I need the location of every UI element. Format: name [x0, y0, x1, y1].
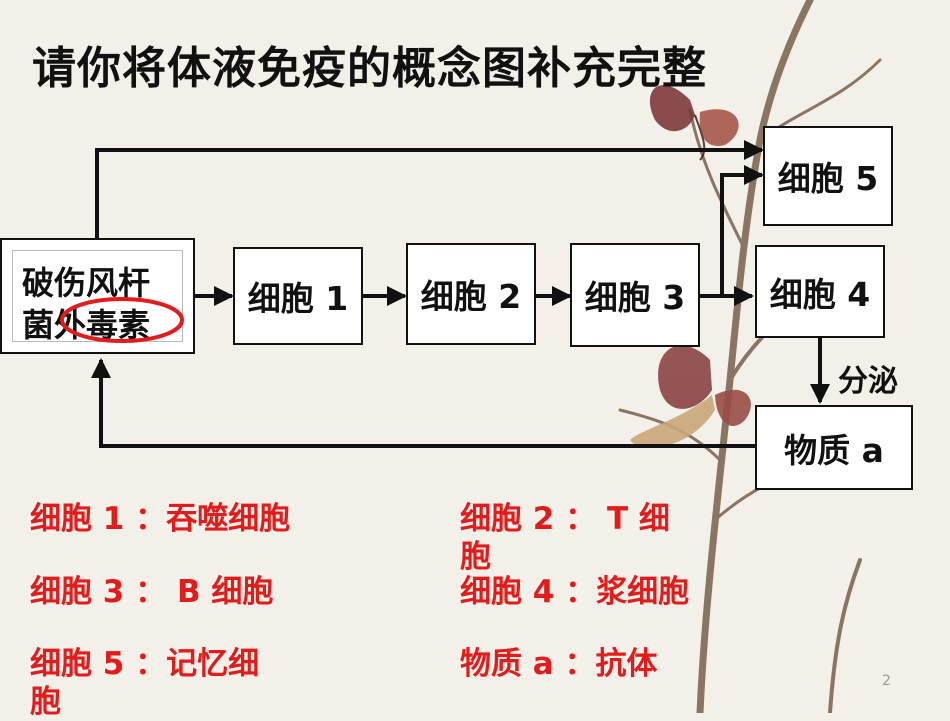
- node-cell5: 细胞 5: [763, 126, 893, 226]
- node-substance-a: 物质 a: [755, 405, 913, 490]
- answer-substance-a: 物质 a ：抗体: [460, 646, 658, 682]
- answer-cell3: 细胞 3 ： B 细胞: [30, 574, 274, 610]
- butterfly-bottom: [630, 345, 751, 448]
- node-cell3: 细胞 3: [570, 243, 700, 347]
- answer-cell4: 细胞 4 ：浆细胞: [460, 574, 690, 610]
- node-cell2: 细胞 2: [406, 243, 536, 345]
- answer-cell2-line1: 细胞 2 ： T 细: [460, 501, 670, 537]
- answer-cell5-line2: 胞: [30, 684, 61, 720]
- butterfly-top: [649, 85, 739, 161]
- highlight-ellipse: [60, 297, 184, 343]
- arrow-cell3-to-cell5: [720, 165, 764, 296]
- answer-cell1: 细胞 1 ：吞噬细胞: [30, 501, 291, 537]
- page-title: 请你将体液免疫的概念图补充完整: [32, 43, 707, 94]
- arrow-substance-to-source: [91, 358, 755, 448]
- node-cell4: 细胞 4: [755, 245, 885, 338]
- answer-cell5-line1: 细胞 5 ：记忆细: [30, 646, 260, 682]
- arrow-source-to-cell5: [95, 140, 764, 238]
- page-number: 2: [882, 673, 891, 689]
- antigen-box: 破伤风杆 菌外毒素: [0, 238, 195, 354]
- node-cell1: 细胞 1: [233, 247, 363, 345]
- antigen-label-line1: 破伤风杆: [22, 264, 151, 302]
- answer-cell2-line2: 胞: [460, 539, 491, 575]
- edge-label-secrete: 分泌: [838, 364, 898, 399]
